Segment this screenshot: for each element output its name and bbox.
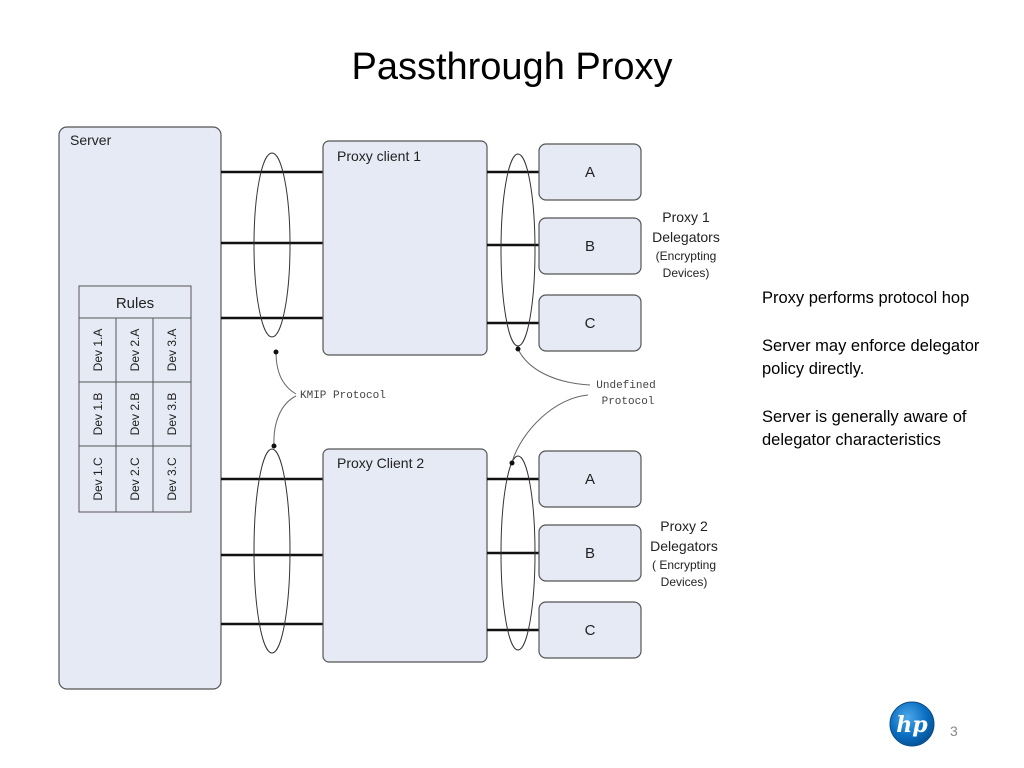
rules-table: Rules Dev 1.A Dev 2.A Dev 3.A Dev 1.B De… bbox=[78, 285, 192, 513]
svg-text:Delegators: Delegators bbox=[650, 538, 718, 554]
proxy-client-2-box bbox=[322, 448, 488, 663]
svg-text:Proxy 1: Proxy 1 bbox=[662, 209, 710, 225]
page-number: 3 bbox=[950, 723, 958, 739]
device-box-1c bbox=[538, 294, 642, 352]
slide-title: Passthrough Proxy bbox=[351, 46, 673, 88]
server-label: Server bbox=[70, 132, 112, 148]
server-proxy-links bbox=[221, 170, 323, 626]
kmip-callout-lines bbox=[273, 351, 297, 447]
kmip-ellipse-bottom bbox=[253, 448, 291, 654]
undefined-ellipse-top bbox=[500, 153, 536, 347]
slide-notes: Proxy performs protocol hop Server may e… bbox=[762, 287, 992, 477]
device-box-1a bbox=[538, 143, 642, 201]
rule-cell: Dev 1.C bbox=[91, 457, 105, 501]
svg-text:Devices): Devices) bbox=[663, 266, 710, 280]
rule-cell: Dev 1.A bbox=[91, 329, 105, 372]
device-box-1b bbox=[538, 217, 642, 275]
svg-text:Delegators: Delegators bbox=[652, 229, 720, 245]
rule-cell: Dev 2.B bbox=[128, 393, 142, 436]
kmip-protocol-label: KMIP Protocol bbox=[300, 390, 386, 402]
rule-cell: Dev 3.B bbox=[165, 393, 179, 436]
device-box-2c bbox=[538, 601, 642, 659]
svg-text:( Encrypting: ( Encrypting bbox=[652, 558, 716, 572]
note-item: Server is generally aware of delegator c… bbox=[762, 408, 967, 449]
svg-text:Proxy 2: Proxy 2 bbox=[660, 518, 708, 534]
kmip-ellipse-top bbox=[253, 152, 291, 338]
device-label: A bbox=[585, 164, 595, 181]
rule-cell: Dev 2.C bbox=[128, 457, 142, 501]
device-box-2a bbox=[538, 450, 642, 508]
rule-cell: Dev 1.B bbox=[91, 393, 105, 436]
device-label: B bbox=[585, 238, 595, 255]
rule-cell: Dev 3.A bbox=[165, 329, 179, 372]
device-box-2b bbox=[538, 524, 642, 582]
group-1-caption: Proxy 1 Delegators (Encrypting Devices) bbox=[652, 209, 720, 280]
rules-label: Rules bbox=[116, 295, 154, 312]
note-item: Server may enforce delegator policy dire… bbox=[762, 337, 980, 378]
device-label: C bbox=[585, 315, 596, 332]
kmip-callout-dot bbox=[273, 349, 279, 355]
note-item: Proxy performs protocol hop bbox=[762, 289, 970, 307]
hp-logo-text: hp bbox=[896, 712, 928, 738]
undefined-ellipse-bottom bbox=[500, 455, 536, 651]
proxy-client-2-label: Proxy Client 2 bbox=[337, 455, 424, 471]
hp-logo: hp bbox=[889, 701, 935, 747]
kmip-callout-dot bbox=[271, 443, 277, 449]
device-label: A bbox=[585, 471, 595, 488]
proxy-client-1-label: Proxy client 1 bbox=[337, 148, 421, 164]
undefined-protocol-label: Protocol bbox=[602, 396, 655, 408]
group-2-caption: Proxy 2 Delegators ( Encrypting Devices) bbox=[650, 518, 718, 589]
device-label: B bbox=[585, 545, 595, 562]
undefined-callout-dot bbox=[515, 346, 521, 352]
rules-table-frame bbox=[78, 285, 192, 513]
proxy-device-links bbox=[487, 170, 539, 632]
svg-text:(Encrypting: (Encrypting bbox=[656, 249, 717, 263]
undefined-callout-lines bbox=[511, 348, 591, 463]
rule-cell: Dev 3.C bbox=[165, 457, 179, 501]
proxy-client-1-box bbox=[322, 140, 488, 356]
device-label: C bbox=[585, 622, 596, 639]
rule-cell: Dev 2.A bbox=[128, 329, 142, 372]
svg-text:Devices): Devices) bbox=[661, 575, 708, 589]
undefined-protocol-label: Undefined bbox=[596, 380, 655, 392]
undefined-callout-dot bbox=[509, 460, 515, 466]
